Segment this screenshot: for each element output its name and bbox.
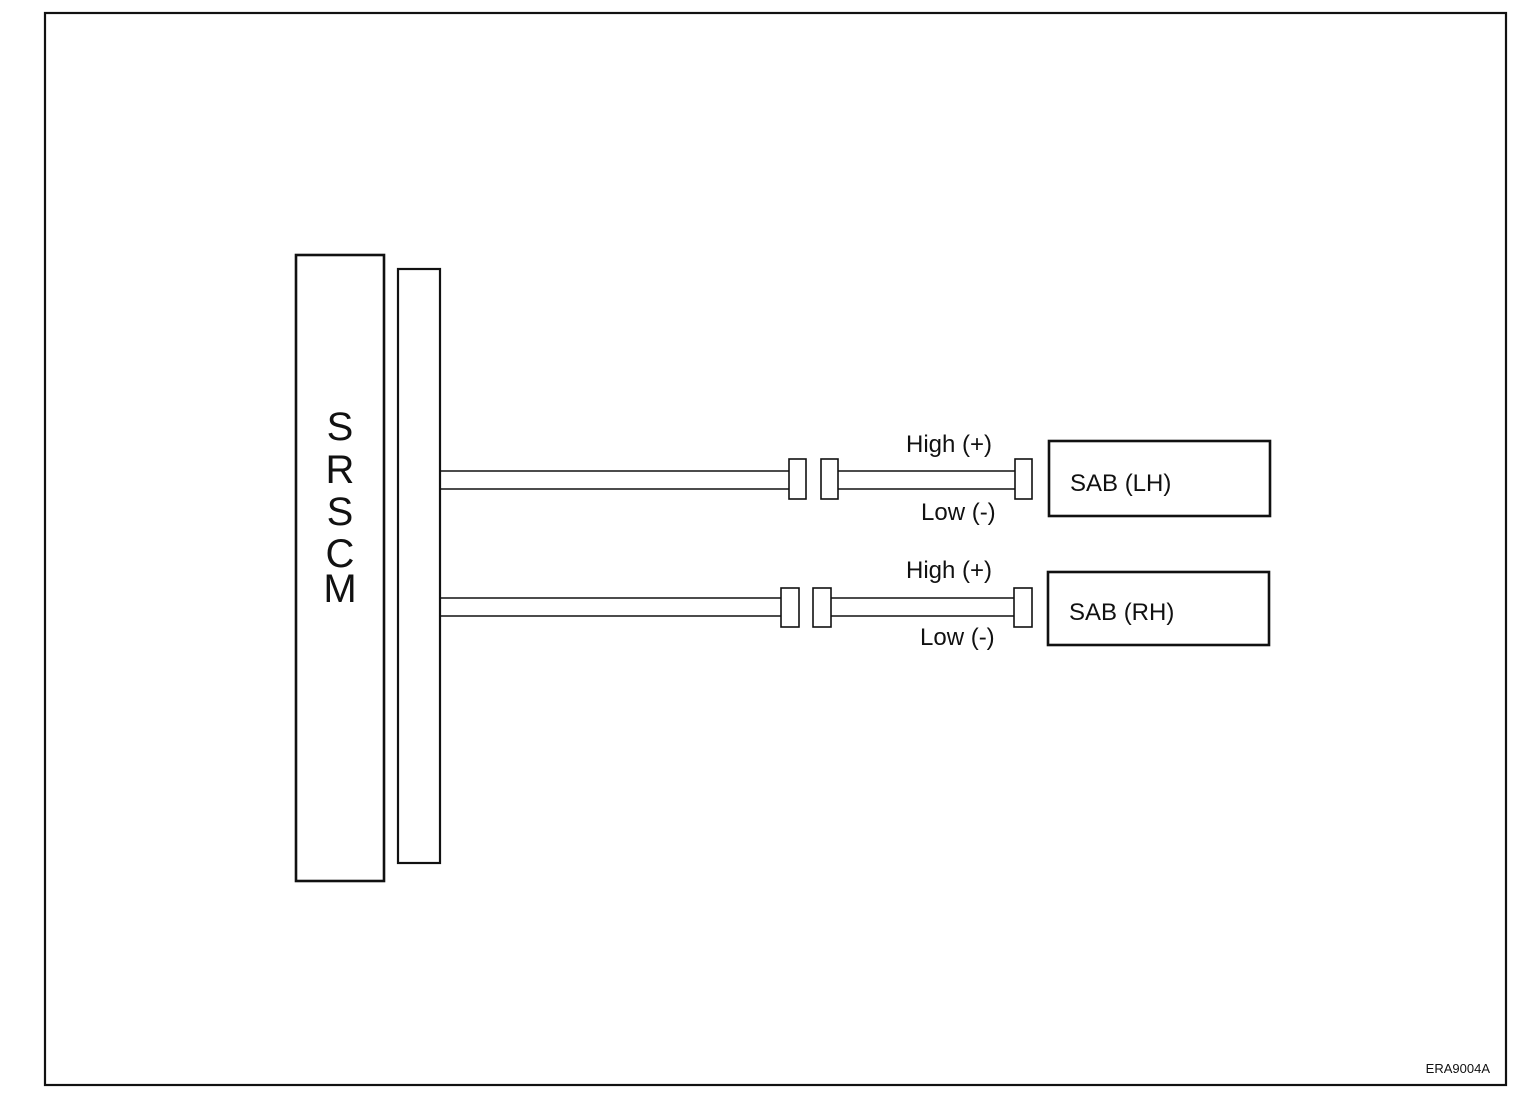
diagram-frame: [43, 11, 1508, 1087]
sab-rh-box: [1046, 570, 1271, 647]
connector-rh-female: [812, 587, 832, 628]
circuit-rh: SAB (RH) High (+) Low (-): [440, 557, 1271, 651]
connector-lh-device: [1014, 458, 1033, 500]
figure-code: ERA9004A: [1426, 1061, 1491, 1076]
lh-high-label: High (+): [906, 431, 992, 458]
sab-rh-label: SAB (RH): [1069, 599, 1174, 626]
rh-high-label: High (+): [906, 557, 992, 584]
srscm-module-box: [294, 253, 386, 883]
rh-low-label: Low (-): [920, 624, 995, 651]
srscm-connector-strip: [396, 267, 442, 865]
connector-rh-male: [780, 587, 800, 628]
connector-rh-device: [1013, 587, 1033, 628]
sab-lh-label: SAB (LH): [1070, 470, 1171, 497]
srscm-letter-3: S: [327, 490, 354, 534]
srscm-letter-2: R: [326, 448, 355, 492]
connector-lh-male: [788, 458, 807, 500]
connector-lh-female: [820, 458, 839, 500]
srscm-letter-5: M: [323, 567, 356, 611]
srscm-label: S R S C M: [323, 405, 356, 611]
circuit-lh: SAB (LH) High (+) Low (-): [440, 431, 1272, 526]
lh-low-label: Low (-): [921, 499, 996, 526]
srscm-letter-1: S: [327, 405, 354, 449]
srscm-letter-4: C: [326, 532, 355, 576]
sab-lh-box: [1047, 439, 1272, 518]
